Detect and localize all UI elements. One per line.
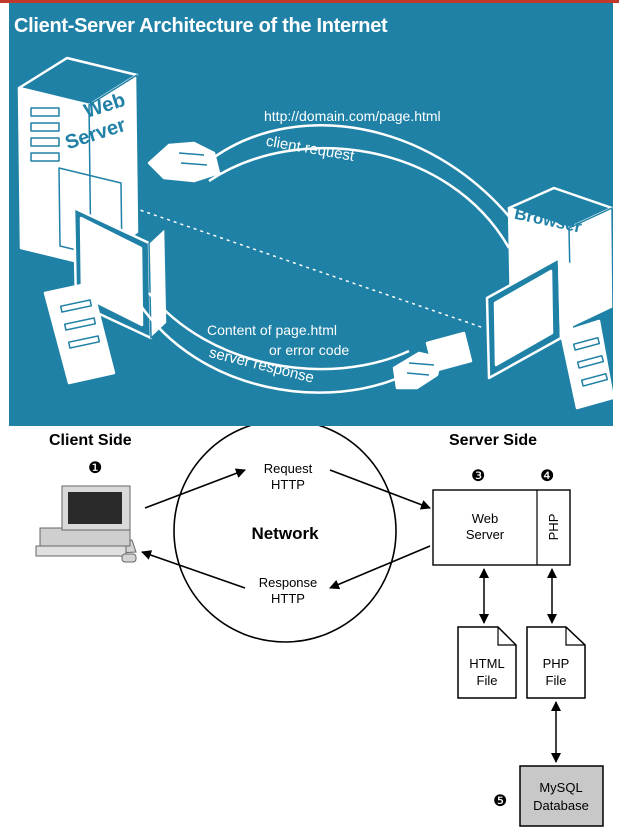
request-label: client request <box>265 133 357 165</box>
content-label-line2: or error code <box>269 342 349 358</box>
network-dotted-line <box>133 207 485 329</box>
web-server-icon <box>17 56 140 267</box>
request-hand-icon <box>147 141 221 183</box>
network-label: Network <box>251 524 319 543</box>
response-arc-inner <box>148 292 410 371</box>
response-label-line2: HTTP <box>271 591 305 606</box>
illustration-drawing: Web Server Browser http://domain.com/pag… <box>17 56 613 410</box>
illustration-title: Client-Server Architecture of the Intern… <box>14 15 388 37</box>
request-arc-outer <box>208 124 531 244</box>
server-side-label: Server Side <box>449 432 537 449</box>
web-server-line1: Web <box>472 511 499 526</box>
request-arc-inner <box>208 146 511 249</box>
database-line1: MySQL <box>539 780 582 795</box>
response-hand-icon <box>392 331 473 390</box>
request-arrow-client <box>144 468 246 509</box>
network-circle <box>173 426 397 643</box>
response-arc-outer <box>137 302 410 394</box>
request-url: http://domain.com/page.html <box>264 108 441 124</box>
browser-monitor-icon <box>485 256 613 410</box>
php-file-line1: PHP <box>543 656 570 671</box>
html-file-icon <box>457 626 517 699</box>
illustration-panel: Client-Server Architecture of the Intern… <box>9 3 613 426</box>
html-file-line1: HTML <box>469 656 504 671</box>
request-label-line1: Request <box>264 461 313 476</box>
client-computer-icon <box>35 485 137 563</box>
request-arrow-server <box>329 469 431 510</box>
top-illustration: Client-Server Architecture of the Intern… <box>0 0 619 426</box>
html-file-line2: File <box>477 673 498 688</box>
step-5-marker: ❺ <box>493 793 507 810</box>
step-4-marker: ❹ <box>540 468 554 485</box>
bottom-diagram: Client Side Server Side ❶ ❷ ❸ ❹ ❺ Networ… <box>35 426 604 827</box>
php-file-icon <box>526 626 586 699</box>
response-label-line1: Response <box>259 575 318 590</box>
client-side-label: Client Side <box>49 432 132 449</box>
response-arrow-client <box>141 550 246 589</box>
mysql-database-box <box>519 765 604 827</box>
web-server-line2: Server <box>466 527 505 542</box>
request-label-line2: HTTP <box>271 477 305 492</box>
database-line2: Database <box>533 798 589 813</box>
response-arrow-server <box>329 545 431 590</box>
step-1-marker: ❶ <box>88 460 102 477</box>
step-3-marker: ❸ <box>471 468 485 485</box>
web-server-box <box>432 489 571 566</box>
php-module-label: PHP <box>546 514 561 541</box>
content-label-line1: Content of page.html <box>207 322 337 338</box>
top-border <box>0 0 619 3</box>
server-monitor-icon <box>43 206 168 385</box>
php-file-line2: File <box>546 673 567 688</box>
